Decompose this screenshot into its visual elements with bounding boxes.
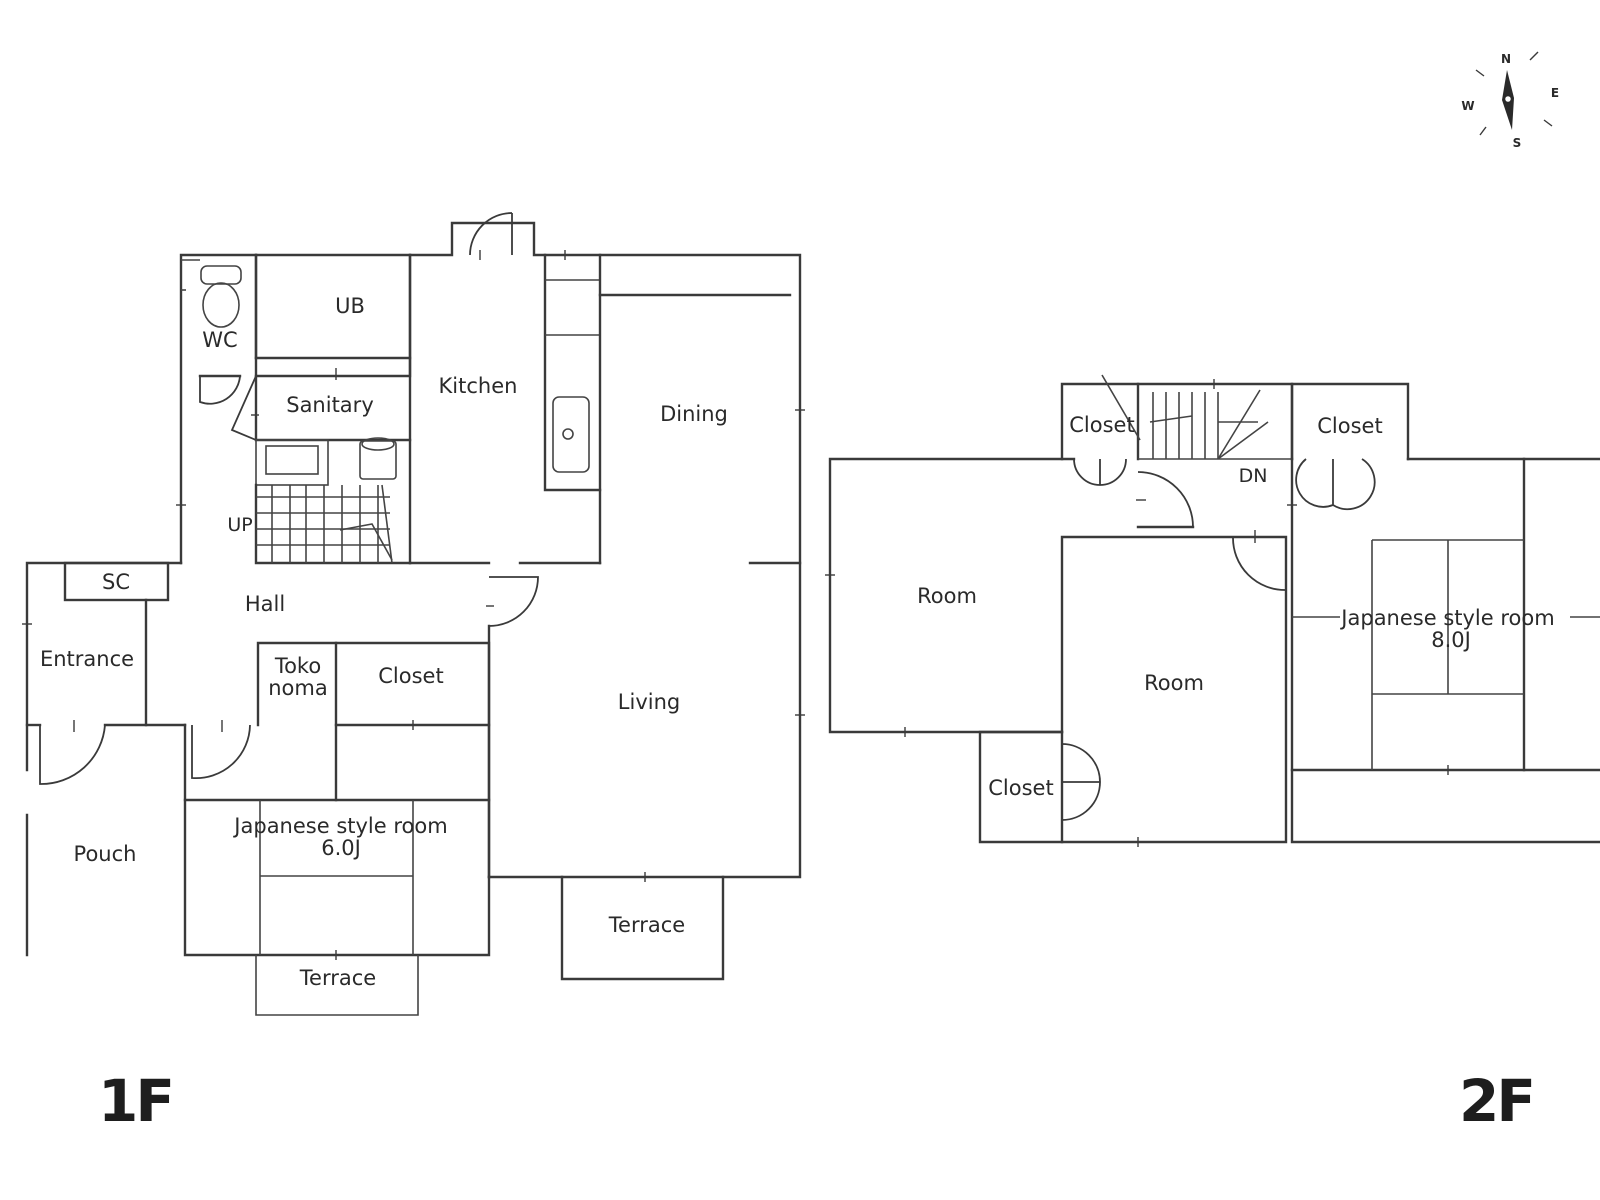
stairs-down-label: DN	[1239, 465, 1268, 487]
japanese-room-size: 6.0J	[321, 836, 361, 860]
compass-north: N	[1501, 52, 1511, 66]
sc-label: SC	[102, 570, 130, 594]
floor-1f-label: 1F	[98, 1067, 172, 1135]
tokonoma-label-line2: noma	[268, 676, 327, 700]
compass-icon: N E S W	[1461, 51, 1559, 150]
terrace-left-label: Terrace	[299, 966, 376, 990]
kitchen-label: Kitchen	[439, 374, 518, 398]
compass-east: E	[1551, 86, 1559, 100]
room-left-label: Room	[917, 584, 977, 608]
room-center-label: Room	[1144, 671, 1204, 695]
floor-2f-label: 2F	[1459, 1067, 1533, 1135]
sanitary-label: Sanitary	[286, 393, 374, 417]
entrance-label: Entrance	[40, 647, 134, 671]
ub-label: UB	[335, 294, 365, 318]
second-floor-plan: Closet Closet DN Room Room Japanese styl…	[825, 374, 1600, 847]
pouch-label: Pouch	[74, 842, 137, 866]
dining-label: Dining	[660, 402, 728, 426]
closet-label: Closet	[378, 664, 443, 688]
japanese-room-label: Japanese style room	[232, 814, 447, 838]
closet-bottom-label: Closet	[988, 776, 1053, 800]
wc-label: WC	[202, 328, 237, 352]
first-floor-plan: WC UB Sanitary Kitchen Dining UP SC Hall…	[22, 212, 805, 1016]
closet-stair-label: Closet	[1069, 413, 1134, 437]
japanese-room-label: Japanese style room	[1339, 606, 1554, 630]
living-label: Living	[618, 690, 680, 714]
tokonoma-label-line1: Toko	[274, 654, 321, 678]
compass-south: S	[1513, 136, 1522, 150]
japanese-room-size: 8.0J	[1431, 628, 1471, 652]
compass-west: W	[1461, 99, 1474, 113]
closet-top-right-label: Closet	[1317, 414, 1382, 438]
stairs-up-label: UP	[227, 514, 252, 536]
hall-label: Hall	[245, 592, 285, 616]
terrace-right-label: Terrace	[608, 913, 685, 937]
